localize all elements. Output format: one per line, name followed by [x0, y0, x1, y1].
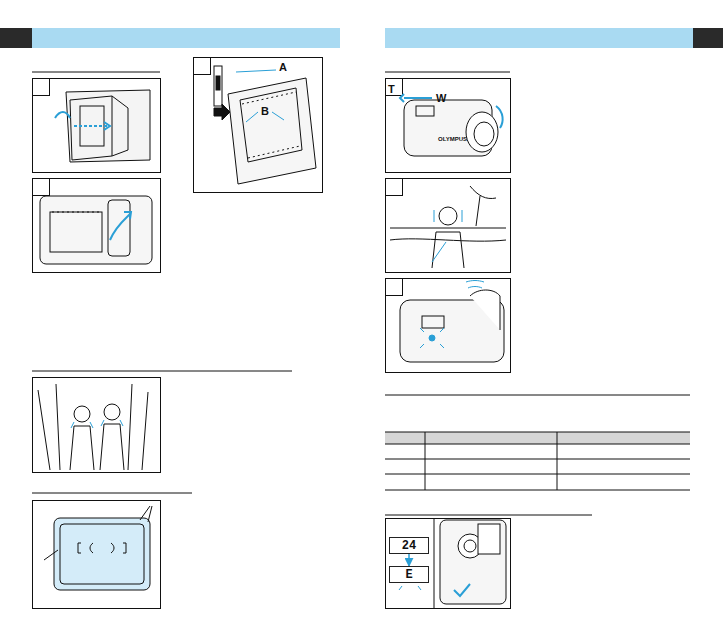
part-letter: A: [279, 62, 287, 73]
header-bar: [32, 28, 340, 48]
counter-text: E: [405, 569, 412, 581]
brand-name: OLYMPUS: [438, 136, 467, 142]
lcd-display: 24: [389, 537, 429, 554]
header-bar: [385, 28, 693, 48]
zoom-mark: T: [388, 84, 395, 95]
header-tab: [693, 28, 723, 48]
counter-text: 24: [402, 540, 416, 552]
header-tab: [0, 28, 32, 48]
lcd-display: E: [389, 566, 429, 583]
part-letter: B: [261, 106, 269, 117]
zoom-mark: W: [436, 93, 446, 104]
counter-arrow: [408, 554, 410, 566]
